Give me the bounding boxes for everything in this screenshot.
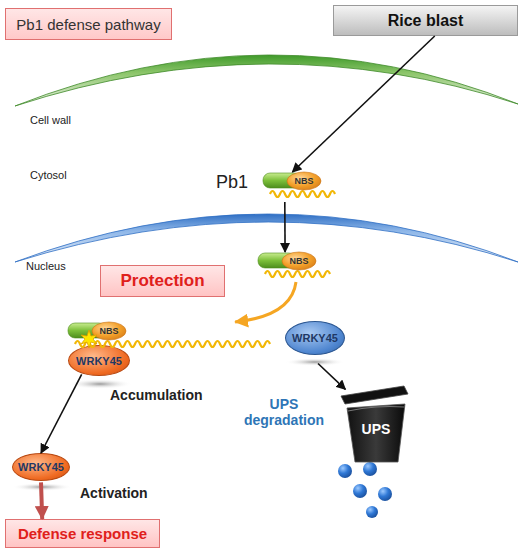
node-text: WRKY45 <box>292 332 338 344</box>
wrky45-ellipse: WRKY45 <box>68 345 130 376</box>
bin-body <box>347 404 405 462</box>
degraded-fragment <box>353 484 367 498</box>
nbs-domain <box>92 322 126 340</box>
bin-lid <box>341 386 408 404</box>
arrow-connector <box>41 482 42 519</box>
nbs-domain <box>282 252 316 270</box>
protein-shape <box>67 322 272 352</box>
node-text: WRKY45 <box>18 461 64 473</box>
arrow-connector <box>284 202 286 252</box>
node-text: NBS <box>92 322 126 340</box>
title-box: Pb1 defense pathway <box>5 8 172 40</box>
process-label: Activation <box>80 485 148 501</box>
protein-tail <box>75 341 270 347</box>
protein-label: Pb1 <box>216 172 248 193</box>
protein-tail <box>265 271 330 277</box>
wrky45-ellipse: WRKY45 <box>12 453 70 481</box>
process-box: Protection <box>100 265 225 297</box>
process-label: UPS degradation <box>238 396 330 428</box>
title-text: Pb1 defense pathway <box>16 16 160 33</box>
node-text: Rice blast <box>388 12 464 30</box>
node-text: WRKY45 <box>76 355 122 367</box>
outcome-box: Defense response <box>5 519 160 548</box>
pathogen-box: Rice blast <box>333 5 518 36</box>
degraded-fragment <box>378 487 392 501</box>
degraded-fragment <box>363 462 377 476</box>
node-text: Protection <box>120 271 204 291</box>
node-text: Defense response <box>18 525 147 542</box>
node-text: UPS <box>348 421 404 437</box>
pb1-protein: NBS <box>262 172 338 202</box>
pb1-protein: NBS <box>257 252 335 282</box>
degraded-fragment <box>338 464 352 478</box>
wrky45-ellipse: WRKY45 <box>285 321 345 355</box>
cell-wall-band <box>15 55 518 106</box>
nbs-domain <box>287 172 321 190</box>
protein-tail <box>270 191 335 197</box>
arrow-connector <box>292 36 434 172</box>
node-text: NBS <box>282 252 316 270</box>
process-label: Accumulation <box>110 387 203 403</box>
shadow <box>285 358 345 366</box>
compartment-label: Cell wall <box>30 114 71 126</box>
node-text: NBS <box>287 172 321 190</box>
bin-rim <box>348 407 404 412</box>
pb1-protein: NBS <box>67 322 272 352</box>
arrow-connector <box>235 282 296 322</box>
arrow-connector <box>41 374 82 453</box>
compartment-label: Nucleus <box>26 260 66 272</box>
arrow-connector <box>318 364 345 390</box>
proteasome-bin: UPS <box>338 383 412 463</box>
compartment-label: Cytosol <box>30 169 67 181</box>
degraded-fragment <box>366 506 378 518</box>
shadow <box>12 483 72 491</box>
